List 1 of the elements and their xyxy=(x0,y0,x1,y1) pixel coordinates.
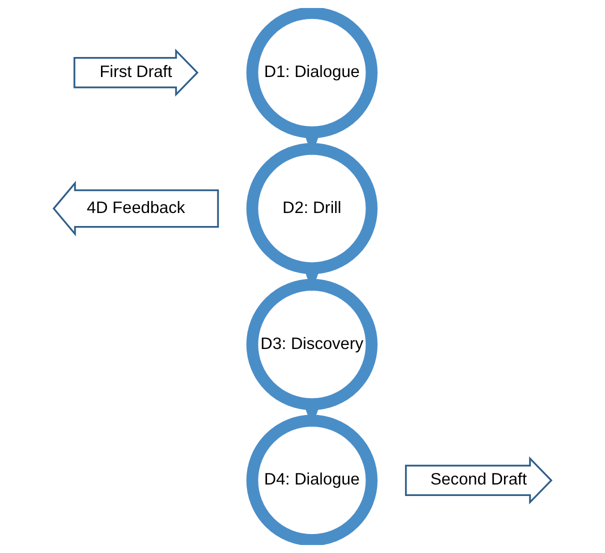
node-circle: D4: Dialogue xyxy=(246,414,378,545)
